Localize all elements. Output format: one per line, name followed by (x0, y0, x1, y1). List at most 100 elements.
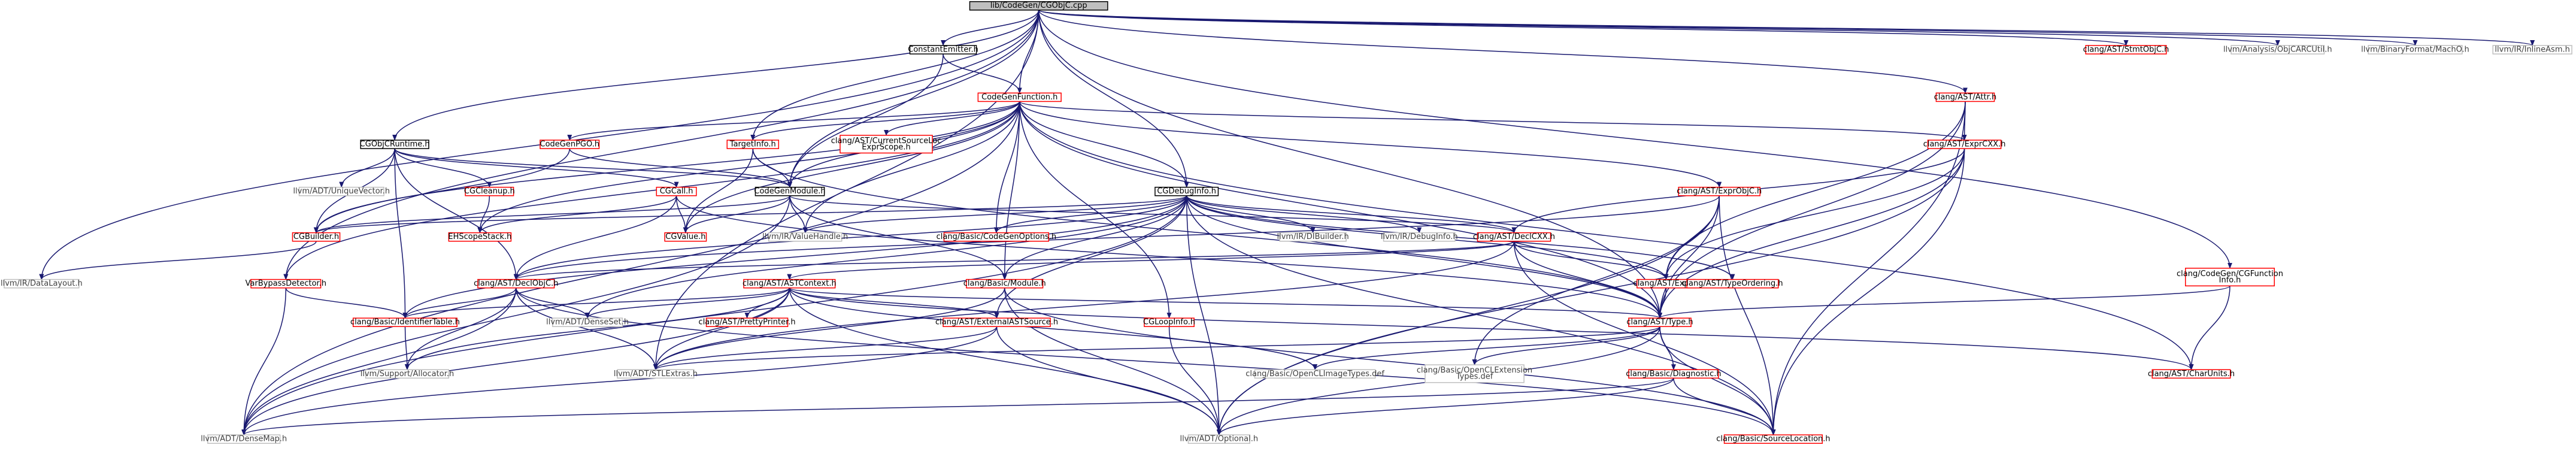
node-box-codegenmodule (754, 186, 825, 196)
edge-cgdebuginfo-to-dibuilder (1186, 195, 1316, 234)
node-expr[interactable]: clang/AST/Expr.h (1634, 279, 1699, 289)
node-box-stmtobjc (2085, 45, 2167, 55)
node-label-densemap: llvm/ADT/DenseMap.h (201, 435, 287, 444)
edge-cgdebuginfo-to-denseset (585, 195, 1187, 319)
node-externalastsource[interactable]: clang/AST/ExternalASTSource.h (935, 317, 1058, 328)
node-box-stlextras (617, 369, 695, 379)
node-codegenmodule[interactable]: CodeGenModule.h (754, 186, 826, 196)
node-sourcelocation[interactable]: clang/Basic/SourceLocation.h (1716, 434, 1831, 444)
node-machoh[interactable]: llvm/BinaryFormat/MachO.h (2361, 45, 2469, 55)
edge-codegenfunction-to-varbypass (283, 101, 1020, 280)
node-valuehandle[interactable]: llvm/IR/ValueHandle.h (762, 232, 848, 242)
node-label-cgcall: CGCall.h (660, 187, 693, 196)
node-label-typeordering: clang/AST/TypeOrdering.h (1682, 279, 1783, 288)
node-inlineasm[interactable]: llvm/IR/InlineAsm.h (2492, 45, 2572, 55)
edge-root-to-attr (1038, 10, 1968, 94)
node-cgvalue[interactable]: CGValue.h (664, 232, 707, 242)
node-label-inlineasm: llvm/IR/InlineAsm.h (2495, 46, 2569, 55)
node-debuginfo[interactable]: llvm/IR/DebugInfo.h (1381, 232, 1458, 242)
node-cgcall[interactable]: CGCall.h (656, 186, 697, 196)
node-cgloopinfo[interactable]: CGLoopInfo.h (1143, 317, 1195, 328)
node-box-openclext (1425, 364, 1525, 383)
node-exprobjc[interactable]: clang/AST/ExprObjC.h (1677, 186, 1762, 196)
node-label-declcxx: clang/AST/DeclCXX.h (1473, 232, 1555, 241)
edge-codegenfunction-to-charunits (1019, 101, 2194, 371)
node-cgobjcruntime[interactable]: CGObjCRuntime.h (360, 140, 430, 149)
edge-declobjc-to-stlextras (516, 287, 658, 371)
node-uniquevector[interactable]: llvm/ADT/UniqueVector.h (293, 186, 390, 196)
node-stlextras[interactable]: llvm/ADT/STLExtras.h (614, 369, 698, 379)
edge-cgdebuginfo-to-sourcelocation (1186, 195, 1776, 436)
node-type[interactable]: clang/AST/Type.h (1626, 317, 1693, 328)
node-label-debuginfo: llvm/IR/DebugInfo.h (1381, 232, 1458, 241)
node-box-dibuilder (1279, 232, 1347, 242)
edge-declcxx-to-astcontext (787, 241, 1515, 280)
node-cgcleanup[interactable]: CGCleanup.h (464, 186, 515, 196)
node-astcontext[interactable]: clang/AST/ASTContext.h (743, 279, 837, 289)
node-allocator[interactable]: llvm/Support/Allocator.h (360, 369, 454, 379)
edge-exprobjc-to-declobjc (514, 195, 1720, 280)
node-stmtobjc[interactable]: clang/AST/StmtObjC.h (2083, 45, 2169, 55)
node-label-prettyprinter: clang/AST/PrettyPrinter.h (699, 318, 796, 327)
node-box-codegenfunction (977, 92, 1062, 102)
node-varbypass[interactable]: VarBypassDetector.h (246, 279, 326, 289)
node-identifiertable[interactable]: clang/Basic/IdentifierTable.h (350, 317, 460, 328)
edge-root-to-type (1038, 10, 1662, 319)
node-box-diagnostic (1628, 369, 1719, 379)
edge-codegenmodule-to-cgbuilder (314, 195, 790, 234)
node-label-expr: clang/AST/Expr.h (1634, 279, 1699, 288)
node-cgbuilder[interactable]: CGBuilder.h (292, 232, 341, 242)
node-attr[interactable]: clang/AST/Attr.h (1934, 92, 1996, 102)
node-box-targetinfo (726, 140, 780, 149)
edge-varbypass-to-identifiertable (285, 287, 408, 319)
node-cgdebuginfo[interactable]: CGDebugInfo.h (1154, 186, 1219, 196)
edge-type-to-stlextras (653, 326, 1660, 371)
node-label-exprobjc: clang/AST/ExprObjC.h (1677, 187, 1762, 196)
edge-cgdebuginfo-to-debuginfo (1186, 195, 1422, 234)
node-diagnostic[interactable]: clang/Basic/Diagnostic.h (1626, 369, 1722, 379)
node-objcarcutil[interactable]: llvm/Analysis/ObjCARCUtil.h (2223, 45, 2332, 55)
node-declcxx[interactable]: clang/AST/DeclCXX.h (1473, 232, 1555, 242)
node-codegenoptions[interactable]: clang/Basic/CodeGenOptions.h (937, 232, 1057, 242)
node-box-type (1628, 317, 1692, 328)
node-datalayout[interactable]: llvm/IR/DataLayout.h (1, 279, 83, 289)
edge-cgdebuginfo-to-externalastsource (994, 195, 1187, 319)
node-declobjc[interactable]: clang/AST/DeclObjC.h (474, 279, 558, 289)
edge-astcontext-to-densemap (241, 287, 790, 436)
node-label-currentsourceloc: ExprScope.h (862, 143, 910, 152)
node-dibuilder[interactable]: llvm/IR/DIBuilder.h (1277, 232, 1349, 242)
node-densemap[interactable]: llvm/ADT/DenseMap.h (201, 434, 287, 444)
edge-astcontext-to-allocator (405, 287, 790, 371)
node-basicmodule[interactable]: clang/Basic/Module.h (963, 279, 1046, 289)
node-codegenfunction[interactable]: CodeGenFunction.h (977, 92, 1062, 102)
node-denseset[interactable]: llvm/ADT/DenseSet.h (546, 317, 629, 328)
node-prettyprinter[interactable]: clang/AST/PrettyPrinter.h (699, 317, 796, 328)
node-box-currentsourceloc (840, 135, 933, 154)
node-typeordering[interactable]: clang/AST/TypeOrdering.h (1682, 279, 1783, 289)
node-openclimage[interactable]: clang/Basic/OpenCLImageTypes.def (1245, 369, 1384, 379)
edge-constantemitter-to-codegenfunction (942, 53, 1022, 94)
node-box-datalayout (4, 279, 80, 289)
edge-root-to-cgdebuginfo (1038, 10, 1189, 188)
node-constantemitter[interactable]: ConstantEmitter.h (908, 45, 978, 55)
edge-codegenfunction-to-densemap (241, 101, 1020, 436)
edge-codegenfunction-to-basicmodule (1002, 101, 1020, 280)
edge-cgobjcruntime-to-declobjc (394, 149, 519, 280)
node-label-valuehandle: llvm/IR/ValueHandle.h (762, 232, 848, 241)
node-exprcxx[interactable]: clang/AST/ExprCXX.h (1923, 140, 2006, 149)
node-ehscopestack[interactable]: EHScopeStack.h (448, 232, 511, 242)
node-codegenpgo[interactable]: CodeGenPGO.h (540, 140, 600, 149)
node-box-cgobjcruntime (360, 140, 429, 149)
node-targetinfo[interactable]: TargetInfo.h (726, 140, 780, 149)
node-label-codegenmodule: CodeGenModule.h (754, 187, 825, 196)
edge-cgdebuginfo-to-valuehandle (802, 195, 1187, 234)
node-charunits[interactable]: clang/AST/CharUnits.h (2148, 369, 2235, 379)
edge-cgcall-to-ehscopestack (477, 195, 677, 234)
edge-root-to-targetinfo (750, 10, 1040, 141)
edge-exprobjc-to-type (1657, 195, 1720, 319)
node-optional[interactable]: llvm/ADT/Optional.h (1180, 434, 1259, 444)
node-box-prettyprinter (705, 317, 789, 328)
